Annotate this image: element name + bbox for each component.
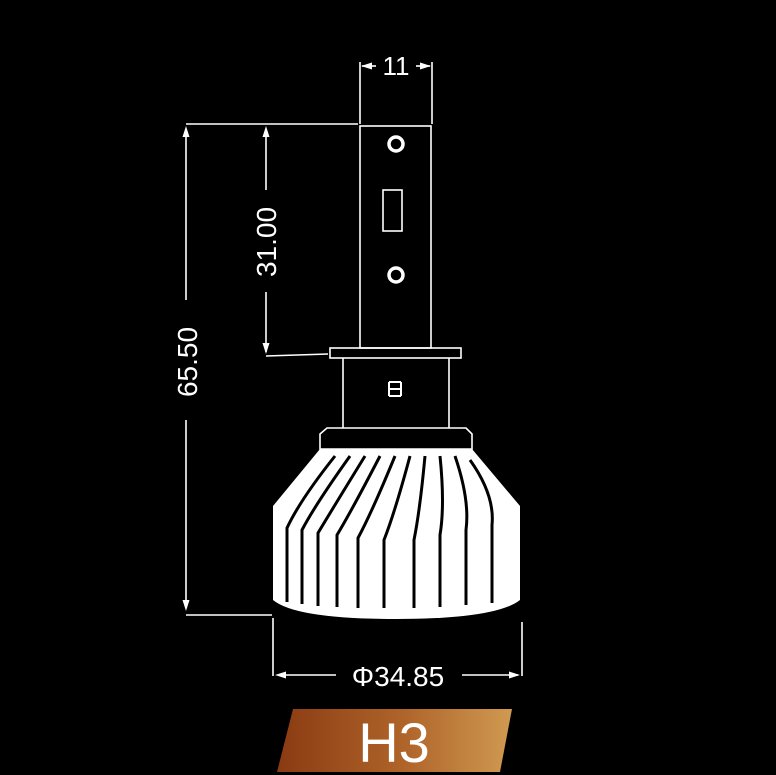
width-label: 11 [383, 51, 410, 81]
model-label: H3 [358, 711, 430, 774]
heatsink [273, 449, 520, 619]
led-chip [382, 189, 403, 232]
mount-hole-top [387, 135, 405, 153]
flange [329, 347, 462, 359]
upper-height-label: 31.00 [251, 207, 282, 277]
mount-hole-bottom [387, 266, 405, 284]
model-badge: H3 [277, 709, 512, 774]
bulb-outline [319, 125, 473, 450]
neck [342, 358, 450, 428]
dimension-lines [185, 62, 523, 676]
neck-mark [388, 381, 402, 397]
dimension-arrows [182, 62, 520, 679]
total-height-label: 65.50 [172, 327, 203, 397]
diameter-label: Φ34.85 [352, 661, 444, 692]
